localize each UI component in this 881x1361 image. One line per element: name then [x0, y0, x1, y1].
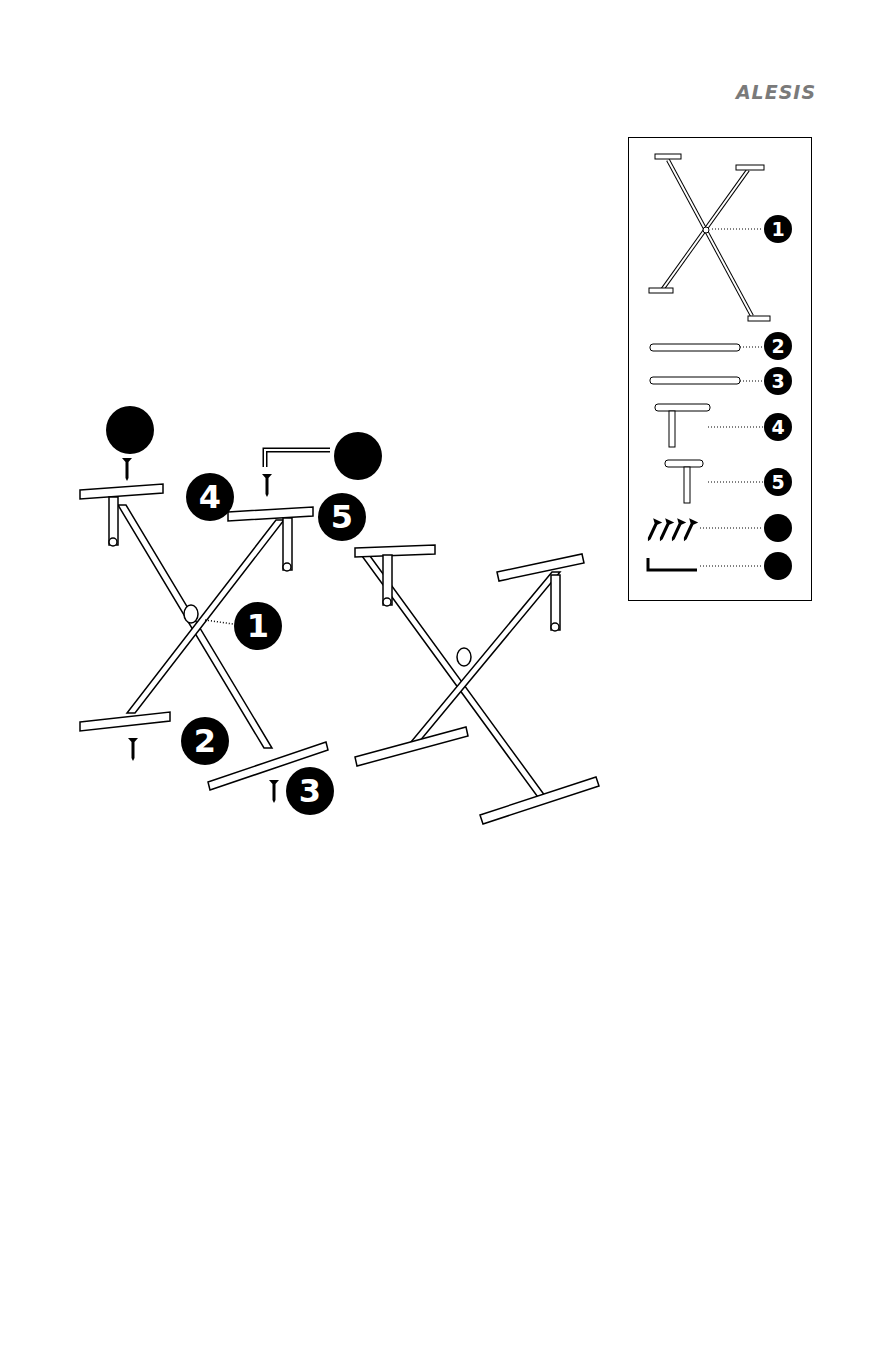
callout-number: 3 — [286, 767, 334, 815]
stand-frame — [80, 484, 328, 790]
callout-number: 2 — [764, 332, 792, 360]
callout-number: 3 — [764, 367, 792, 395]
brand-logo: ALESIS — [736, 81, 816, 103]
callout-number: 1 — [234, 602, 282, 650]
blank-callout — [106, 406, 154, 454]
blank-callout — [764, 514, 792, 542]
callout-number: 5 — [764, 468, 792, 496]
allen-key — [648, 558, 697, 570]
parts-frame — [649, 154, 770, 321]
blank-callout — [334, 432, 382, 480]
blank-callout — [764, 552, 792, 580]
callout-number: 4 — [764, 413, 792, 441]
parts-box — [629, 138, 812, 601]
callout-number: 4 — [186, 473, 234, 521]
assembled-stand — [355, 545, 599, 824]
callout-number: 5 — [318, 493, 366, 541]
callout-number: 1 — [764, 215, 792, 243]
parts-tubes — [650, 344, 763, 566]
callout-number: 2 — [181, 717, 229, 765]
